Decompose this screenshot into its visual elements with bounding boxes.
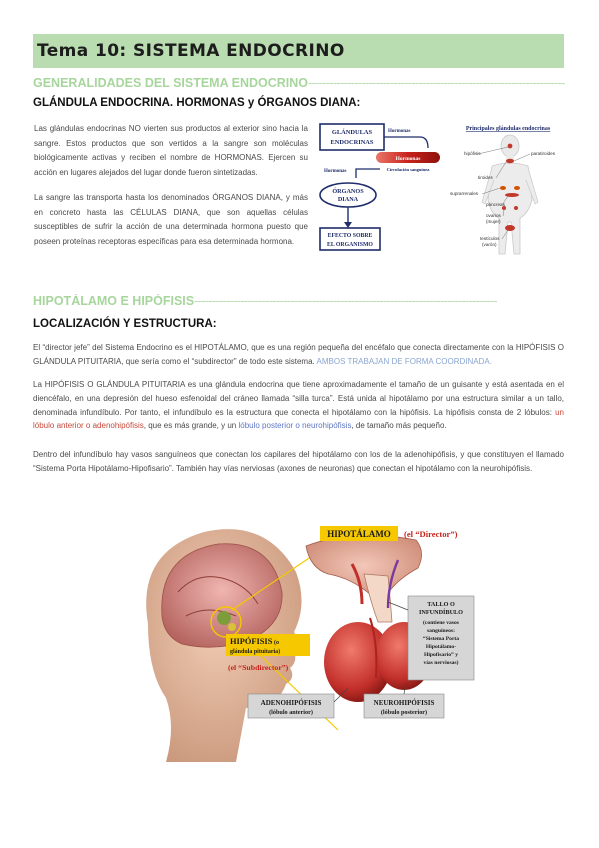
neuro-label: NEUROHIPÓFISIS <box>374 699 435 707</box>
neuro-label-box <box>363 693 445 719</box>
paragraph-sangre: La sangre las transporta hasta los denom… <box>34 193 308 246</box>
svg-text:(o: (o <box>274 639 279 646</box>
svg-text:suprarrenales: suprarrenales <box>450 191 479 196</box>
svg-text:EFECTO SOBRE: EFECTO SOBRE <box>328 233 373 239</box>
infundibulum-shape <box>363 573 393 623</box>
director-label: (el “Director”) <box>404 529 458 539</box>
hormonas-red-label: Hormonas <box>396 156 421 162</box>
hipotalamo-label-bg <box>320 526 398 541</box>
svg-text:ENDOCRINAS: ENDOCRINAS <box>331 139 374 146</box>
tiroides-dot <box>506 158 514 164</box>
lobulo-posterior-highlight: lóbulo posterior o neurohipófisis <box>238 421 352 431</box>
glandulas-box <box>319 123 385 151</box>
svg-text:INFUNDÍBULO: INFUNDÍBULO <box>419 608 463 616</box>
brain-shape <box>161 543 283 648</box>
torso-shape <box>487 162 533 255</box>
svg-text:sanguíneos:: sanguíneos: <box>427 628 455 634</box>
svg-text:páncreas: páncreas <box>486 202 506 207</box>
svg-text:hipófisis: hipófisis <box>464 151 481 156</box>
testiculos-shape <box>505 225 515 231</box>
page-title: Tema 10: SISTEMA ENDOCRINO <box>37 41 345 61</box>
circulacion-label: Circulación sanguínea <box>387 167 431 172</box>
blood-vessel-shape <box>376 152 440 163</box>
subheading-localizacion: LOCALIZACIÓN Y ESTRUCTURA: <box>33 318 217 330</box>
svg-text:GLÁNDULAS: GLÁNDULAS <box>332 128 373 136</box>
section-heading-text: GENERALIDADES DEL SISTEMA ENDOCRINO <box>33 76 309 90</box>
pancreas-shape <box>505 193 519 197</box>
svg-text:(mujer): (mujer) <box>486 219 501 224</box>
paragraph-infundibulo: Dentro del infundíbulo hay vasos sanguín… <box>33 450 564 473</box>
svg-text:(varón): (varón) <box>482 242 497 247</box>
hormonas-label-1: Hormonas <box>388 129 411 134</box>
director-text: El “director jefe” del Sistema Endocrino… <box>33 343 564 366</box>
adeno-label-box <box>247 693 335 719</box>
hipofisis-text-mid: , que es más grande, y un <box>143 421 239 431</box>
tallo-label-box <box>407 595 475 681</box>
paragraph-glandulas: Las glándulas endocrinas NO vierten sus … <box>34 124 308 177</box>
paragraph-hipofisis: La HIPÓFISIS O GLÁNDULA PITUITARIA es un… <box>33 378 564 433</box>
hipofisis-text: La HIPÓFISIS O GLÁNDULA PITUITARIA es un… <box>33 380 564 417</box>
hipofisis-text-end: , de tamaño más pequeño. <box>351 421 447 431</box>
ambos-highlight: AMBOS TRABAJAN DE FORMA COORDINADA. <box>316 356 492 366</box>
section-heading-hipotalamo: HIPOTÁLAMO E HIPÓFISIS------------------… <box>33 294 498 308</box>
section-heading-generalidades: GENERALIDADES DEL SISTEMA ENDOCRINO-----… <box>33 76 565 90</box>
hormonas-label-2: Hormonas <box>324 169 347 174</box>
suprarrenal-right <box>514 186 520 190</box>
svg-text:paratiroides: paratiroides <box>531 151 556 156</box>
subdirector-label: (el “Subdirector”) <box>228 663 289 672</box>
body-figure-title: Principales glándulas endocrinas <box>466 126 551 132</box>
svg-text:glándula pituitaria): glándula pituitaria) <box>230 648 280 655</box>
adeno-label: ADENOHIPÓFISIS <box>261 699 322 707</box>
hipofisis-label: HIPÓFISIS <box>230 636 273 646</box>
efecto-box <box>319 227 381 251</box>
suprarrenal-left <box>500 186 506 190</box>
svg-text:Hipofisario” y: Hipofisario” y <box>424 652 458 658</box>
svg-text:ÓRGANOS: ÓRGANOS <box>332 187 364 195</box>
section-heading-text: HIPOTÁLAMO E HIPÓFISIS <box>33 294 195 308</box>
hypothalamus-shape <box>305 534 422 597</box>
paragraph-director: El “director jefe” del Sistema Endocrino… <box>33 341 564 369</box>
hormone-flow-diagram: GLÁNDULAS ENDOCRINAS Hormonas Hormonas C… <box>319 123 440 251</box>
organos-ellipse <box>319 182 377 208</box>
hypothalamus-pituitary-illustration: HIPOTÁLAMO (el “Director”) HIPÓFISIS (o … <box>146 526 475 762</box>
svg-text:vías nerviosas): vías nerviosas) <box>424 659 459 666</box>
endocrine-body-figure: Principales glándulas endocrinas hipófis… <box>450 126 556 255</box>
svg-text:EL ORGANISMO: EL ORGANISMO <box>327 242 373 248</box>
subheading-glandula: GLÁNDULA ENDOCRINA. HORMONAS y ÓRGANOS D… <box>33 97 361 109</box>
lobulo-anterior-highlight: un lóbulo anterior o adenohipófisis <box>33 407 564 431</box>
svg-text:(contiene vasos: (contiene vasos <box>423 619 460 626</box>
hipotalamo-label: HIPOTÁLAMO <box>327 529 391 539</box>
neuro-sub-label: (lóbulo posterior) <box>381 709 427 716</box>
small-gland-green <box>217 611 231 625</box>
svg-text:Hipotálamo-: Hipotálamo- <box>426 644 456 650</box>
hipofisis-label-bg <box>226 634 310 656</box>
svg-text:tiroides: tiroides <box>478 175 494 180</box>
svg-text:TALLO O: TALLO O <box>427 601 455 608</box>
title-banner: Tema 10: SISTEMA ENDOCRINO <box>33 34 564 68</box>
svg-text:testículos: testículos <box>480 236 500 241</box>
svg-text:“Sistema Porta: “Sistema Porta <box>423 636 459 642</box>
svg-text:DIANA: DIANA <box>338 196 359 203</box>
svg-text:ovarios: ovarios <box>486 213 502 218</box>
adeno-sub-label: (lóbulo anterior) <box>269 709 313 716</box>
hipofisis-dot <box>507 143 513 149</box>
